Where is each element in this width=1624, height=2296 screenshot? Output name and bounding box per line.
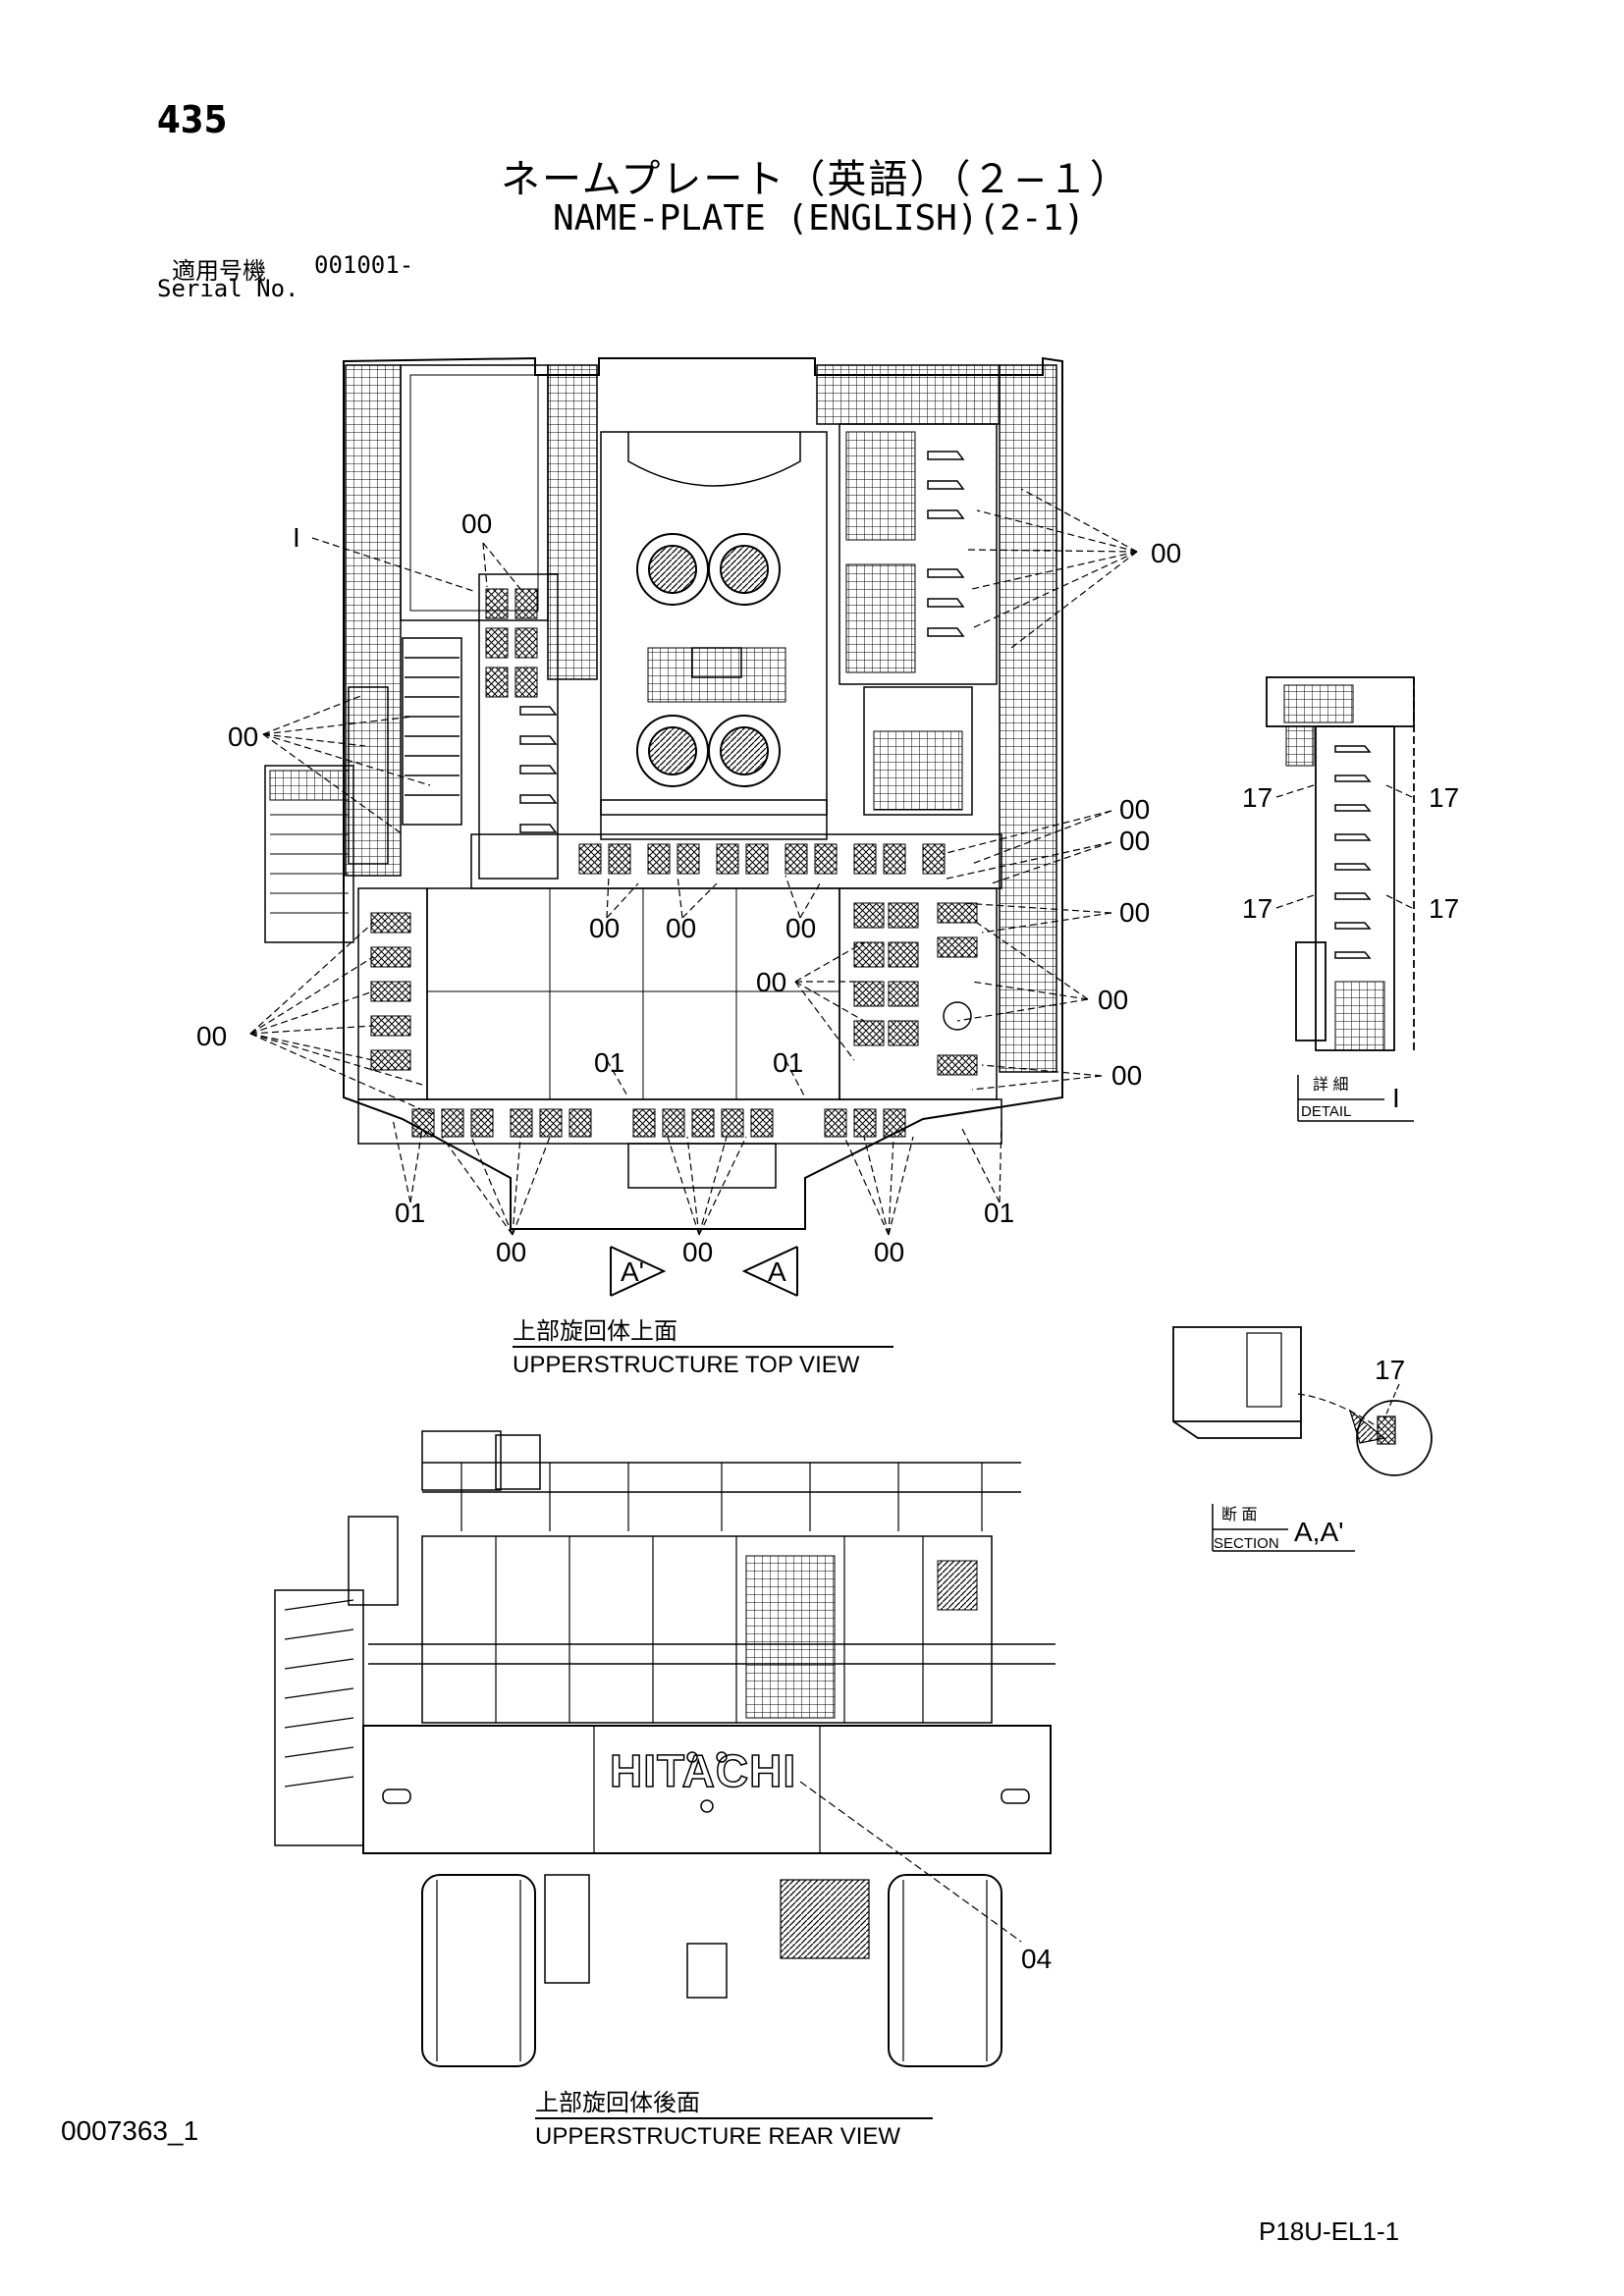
callout-00: 00 (1111, 1060, 1142, 1091)
detail-callout-17: 17 (1429, 893, 1459, 924)
callout-00: 00 (1098, 985, 1128, 1015)
callout-00: 00 (228, 721, 258, 752)
section-a-drawing (1172, 1326, 1433, 1476)
sheet-code: P18U-EL1-1 (1259, 2216, 1400, 2246)
top-view-caption-english: UPPERSTRUCTURE TOP VIEW (513, 1352, 860, 1378)
detail-callout-17: 17 (1429, 782, 1459, 813)
serial-number-value: 001001- (314, 251, 414, 279)
rear-view-caption-english: UPPERSTRUCTURE REAR VIEW (535, 2123, 900, 2150)
section-label-box: 断 面 SECTION A,A' (1212, 1504, 1355, 1552)
hitachi-brand-plate: HITACHI (610, 1745, 796, 1796)
callout-00: 00 (682, 1237, 713, 1267)
page-title-english: NAME-PLATE (ENGLISH)(2-1) (553, 198, 1085, 239)
page-number: 435 (157, 98, 228, 141)
rear-view-callout-04: 04 (1021, 1944, 1052, 1974)
section-ref: A,A' (1294, 1517, 1343, 1547)
top-view-caption-japanese: 上部旋回体上面 (513, 1318, 677, 1345)
detail-label-box: 詳 細 DETAIL I (1297, 1075, 1414, 1122)
detail-i-drawing (1266, 676, 1415, 1051)
callout-01: 01 (594, 1047, 624, 1078)
rear-view-caption-japanese: 上部旋回体後面 (535, 2090, 700, 2116)
svg-text:DETAIL: DETAIL (1301, 1103, 1351, 1120)
callout-00: 00 (1119, 794, 1150, 825)
rear-view-drawing (274, 1430, 1056, 2067)
section-marker-a-prime: A' (621, 1256, 644, 1287)
section-markers (610, 1246, 798, 1297)
top-view-leader-lines (249, 488, 1138, 1236)
callout-00: 00 (756, 967, 786, 997)
callout-00: 00 (461, 508, 492, 539)
callout-00: 00 (1119, 826, 1150, 856)
section-marker-a: A (768, 1256, 786, 1287)
top-view-callouts: I 00 00 00 00 00 00 00 00 00 00 00 00 00… (196, 508, 1181, 1267)
document-id: 0007363_1 (61, 2115, 199, 2146)
page-title-japanese: ネームプレート（英語）（２−１） (501, 157, 1131, 202)
callout-00: 00 (1151, 538, 1181, 568)
detail-ref: I (1392, 1083, 1400, 1113)
callout-00: 00 (196, 1021, 227, 1051)
callout-00: 00 (589, 913, 620, 943)
callout-detail-ref: I (293, 522, 300, 553)
svg-text:断 面: 断 面 (1221, 1506, 1257, 1523)
serial-label-english: Serial No. (157, 275, 299, 302)
callout-00: 00 (666, 913, 696, 943)
callout-00: 00 (785, 913, 816, 943)
svg-text:SECTION: SECTION (1214, 1535, 1279, 1552)
svg-text:詳 細: 詳 細 (1313, 1076, 1348, 1094)
detail-callout-17: 17 (1242, 893, 1272, 924)
callout-00: 00 (874, 1237, 904, 1267)
callout-01: 01 (773, 1047, 803, 1078)
detail-callout-17: 17 (1242, 782, 1272, 813)
serial-label-japanese: 適用号機 (172, 257, 266, 285)
section-callout-17: 17 (1375, 1355, 1405, 1385)
callout-00: 00 (1119, 897, 1150, 928)
callout-01: 01 (984, 1198, 1014, 1228)
top-view-drawing (264, 356, 1063, 1230)
callout-00: 00 (496, 1237, 526, 1267)
callout-01: 01 (395, 1198, 425, 1228)
